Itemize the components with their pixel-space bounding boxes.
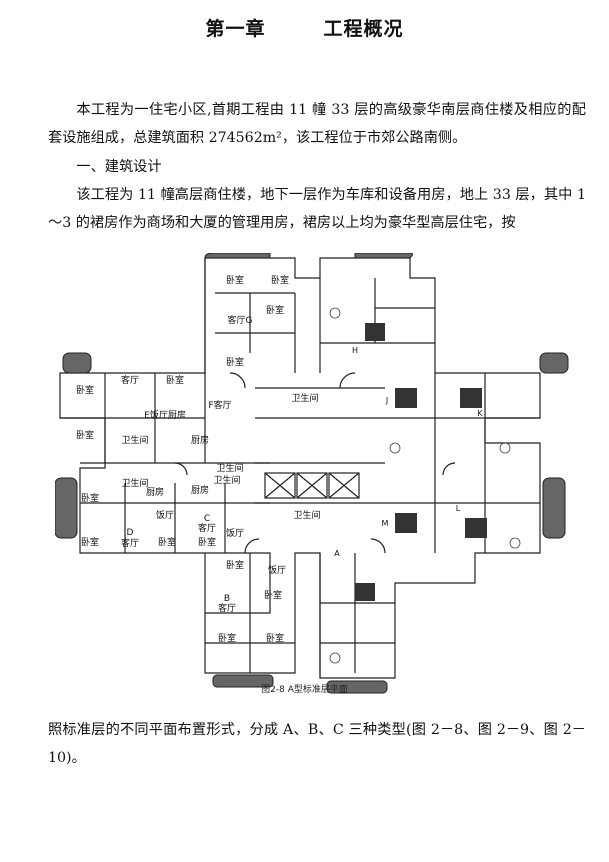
room-label: 客厅 (218, 602, 236, 614)
room-label: 饭厅 (268, 564, 286, 576)
unit-label: A (334, 549, 340, 558)
room-label: 厨房 (146, 486, 164, 498)
room-label: 卧室 (76, 384, 94, 396)
room-label: 卧室 (81, 492, 99, 504)
unit-label: J (385, 396, 388, 405)
figure-caption: 图2-8 A型标准层平面 (261, 685, 348, 695)
unit-label: D (127, 528, 134, 538)
plan-outline (59, 257, 541, 679)
room-label: 客厅 (198, 522, 216, 534)
room-label: 卧室 (271, 274, 289, 286)
continuation-paragraph: 照标准层的不同平面布置形式，分成 A、B、C 三种类型(图 2－8、图 2－9、… (48, 722, 586, 766)
room-label: F客厅 (208, 399, 231, 411)
unit-label: H (352, 346, 358, 355)
room-label: 卫生间 (293, 509, 320, 521)
room-label: 客厅 (121, 537, 139, 549)
unit-label: M (382, 519, 389, 528)
chapter-name: 工程概况 (323, 18, 404, 40)
room-label: 卫生间 (291, 392, 318, 404)
chapter-number: 第一章 (205, 18, 266, 40)
room-label: 厨房 (191, 484, 209, 496)
unit-label: L (456, 504, 461, 513)
room-label: E饭厅厨房 (144, 409, 186, 421)
room-label: 卧室 (226, 559, 244, 571)
room-label: 卧室 (266, 304, 284, 316)
intro-paragraph: 本工程为一住宅小区,首期工程由 11 幢 33 层的高级豪华南层商住楼及相应的配… (48, 102, 586, 146)
room-label: 卧室 (226, 356, 244, 368)
room-label: 卧室 (81, 536, 99, 548)
room-label: 卧室 (226, 274, 244, 286)
room-label: 客厅 (121, 374, 139, 386)
room-label: 卫生间 (213, 474, 240, 486)
design-paragraph: 该工程为 11 幢高层商住楼，地下一层作为车库和设备用房，地上 33 层，其中 … (48, 187, 586, 231)
unit-label: C (204, 514, 210, 524)
room-label: 卧室 (158, 536, 176, 548)
room-label: 卧室 (266, 632, 284, 644)
room-label: 卫生间 (216, 462, 243, 474)
room-label: 卧室 (76, 429, 94, 441)
section-heading: 一、建筑设计 (76, 159, 162, 175)
unit-label: K (477, 409, 483, 418)
room-label: 客厅G (228, 314, 253, 326)
room-label: 卧室 (264, 589, 282, 601)
floor-plan-figure: 卧室 卧室 卧室 客厅G 卧室 卧室 客厅 卧室 E饭厅厨房 F客厅 卧室 卫生… (55, 253, 569, 694)
unit-label: B (224, 594, 230, 604)
room-label: 卧室 (198, 536, 216, 548)
balcony-top-left (204, 253, 271, 259)
room-label: 卧室 (166, 374, 184, 386)
room-label: 厨房 (191, 434, 209, 446)
chapter-title: 第一章 工程概况 (0, 14, 609, 41)
room-label: 卧室 (218, 632, 236, 644)
room-label: 饭厅 (226, 527, 244, 539)
balcony-top-right (354, 253, 413, 259)
room-label: 饭厅 (156, 509, 174, 521)
room-label: 卫生间 (121, 434, 148, 446)
room-label: 卫生间 (121, 477, 148, 489)
